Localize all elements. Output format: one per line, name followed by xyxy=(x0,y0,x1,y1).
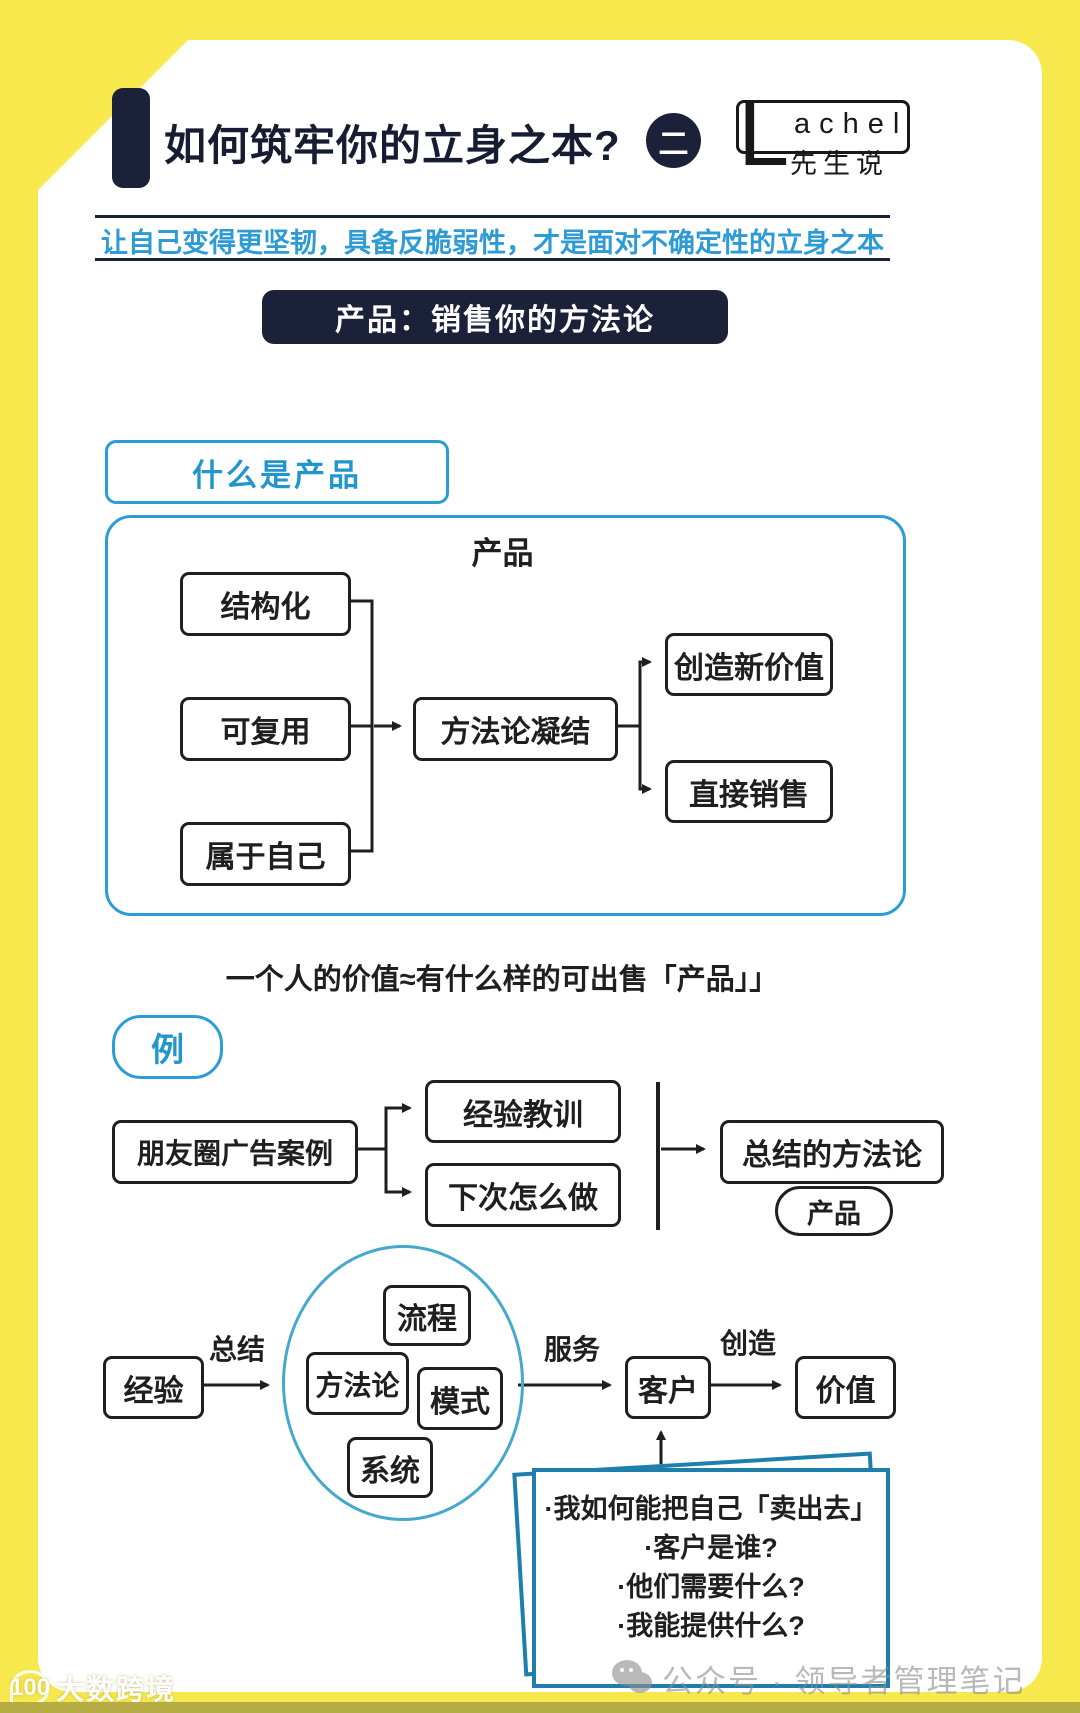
logo-frame xyxy=(736,100,910,154)
divider-bottom xyxy=(95,258,890,261)
node-methodology: 方法论 xyxy=(306,1352,409,1415)
part-number-badge: 二 xyxy=(646,113,701,168)
logo-cn-text: 先生说 xyxy=(790,149,889,179)
divider-top xyxy=(95,215,890,218)
lachel-logo: L achel 先生说 xyxy=(728,88,913,190)
node-value: 价值 xyxy=(795,1356,896,1419)
wechat-watermark: 公众号 · 领导者管理笔记 xyxy=(612,1656,1026,1701)
wechat-watermark-text: 公众号 · 领导者管理笔记 xyxy=(662,1664,1026,1699)
note-line: ·客户是谁? xyxy=(644,1533,778,1563)
node-create-value: 创造新价值 xyxy=(665,633,833,696)
wechat-icon xyxy=(612,1659,654,1698)
section-banner: 产品：销售你的方法论 xyxy=(262,290,728,344)
node-methodology-condense: 方法论凝结 xyxy=(413,697,618,761)
node-experience: 经验 xyxy=(103,1356,204,1419)
node-moments-ad-case: 朋友圈广告案例 xyxy=(112,1120,358,1184)
platform-watermark-text: 大数跨境 xyxy=(56,1674,177,1705)
tag-product: 产品 xyxy=(775,1186,893,1236)
node-summarized-methodology: 总结的方法论 xyxy=(720,1120,944,1184)
note-line: ·我能提供什么? xyxy=(617,1611,805,1641)
subtitle: 让自己变得更坚韧，具备反脆弱性，才是面对不确定性的立身之本 xyxy=(101,228,884,258)
title-accent-bar xyxy=(112,88,150,188)
node-own: 属于自己 xyxy=(180,822,351,886)
value-formula: 一个人的价值≈有什么样的可出售「产品」」 xyxy=(225,964,779,996)
node-pattern: 模式 xyxy=(417,1367,503,1430)
note-line: ·他们需要什么? xyxy=(617,1572,805,1602)
node-reusable: 可复用 xyxy=(180,697,351,761)
node-system: 系统 xyxy=(347,1437,433,1498)
methodology-cluster-circle xyxy=(282,1245,524,1521)
node-customer: 客户 xyxy=(625,1356,711,1419)
logo-l-mark: L xyxy=(738,83,790,185)
example-badge: 例 xyxy=(112,1015,223,1079)
logo-latin-text: achel xyxy=(794,108,909,140)
bottom-strip xyxy=(0,1702,1080,1713)
label-create: 创造 xyxy=(719,1328,776,1359)
label-summarize: 总结 xyxy=(208,1334,265,1365)
node-process: 流程 xyxy=(383,1285,471,1346)
node-structured: 结构化 xyxy=(180,572,351,636)
label-serve: 服务 xyxy=(543,1334,600,1365)
product-diagram-frame xyxy=(105,515,906,916)
node-next-time: 下次怎么做 xyxy=(425,1163,621,1227)
note-line: ·我如何能把自己「卖出去」 xyxy=(544,1494,878,1524)
platform-logo-icon: 100 xyxy=(10,1670,50,1706)
node-lessons: 经验教训 xyxy=(425,1080,621,1143)
page-title: 如何筑牢你的立身之本? xyxy=(164,122,621,169)
note-sheet: ·我如何能把自己「卖出去」 ·客户是谁? ·他们需要什么? ·我能提供什么? xyxy=(532,1468,890,1688)
node-direct-sell: 直接销售 xyxy=(665,760,833,823)
platform-watermark: 100 大数跨境 xyxy=(10,1668,176,1708)
what-is-product-heading: 什么是产品 xyxy=(105,440,449,504)
product-diagram-title: 产品 xyxy=(471,536,534,571)
